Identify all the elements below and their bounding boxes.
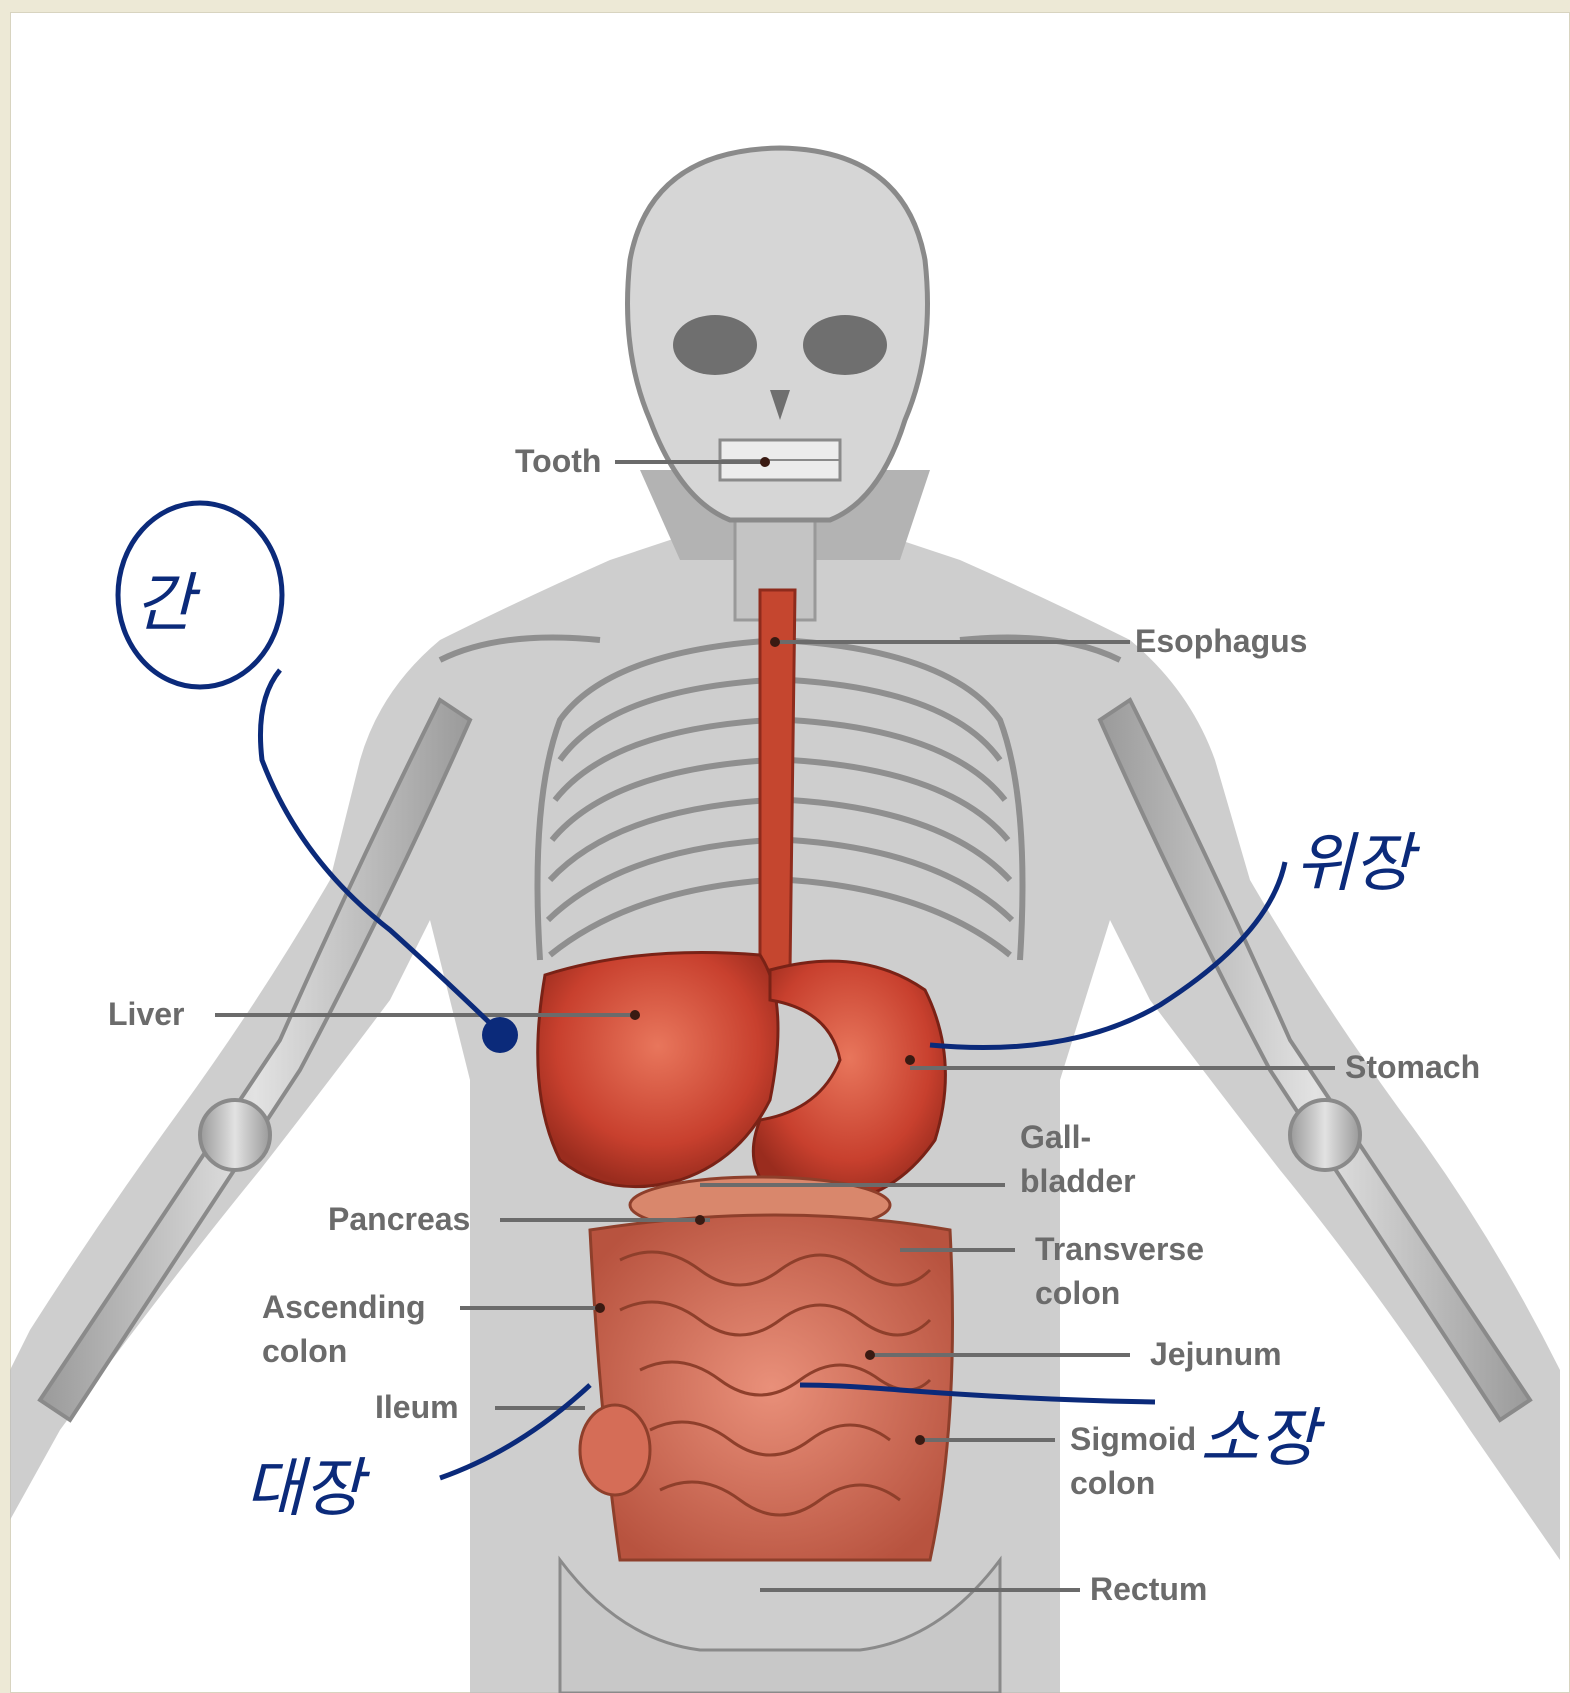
- label-esophagus: Esophagus: [1135, 623, 1307, 659]
- label-stomach: Stomach: [1345, 1049, 1480, 1085]
- label-sigmoid-1: Sigmoid: [1070, 1421, 1196, 1457]
- annotation-liver: 간: [135, 567, 201, 641]
- label-gallbladder-1: Gall-: [1020, 1119, 1091, 1155]
- annotation-stomach: 위장: [1295, 827, 1421, 901]
- label-rectum: Rectum: [1090, 1571, 1207, 1607]
- label-ascending-1: Ascending: [262, 1289, 426, 1325]
- label-transverse-1: Transverse: [1035, 1231, 1204, 1267]
- label-ascending-2: colon: [262, 1333, 347, 1369]
- label-pancreas: Pancreas: [328, 1201, 470, 1237]
- label-ileum: Ileum: [375, 1389, 459, 1425]
- annotation-large-intestine: 대장: [245, 1452, 371, 1526]
- label-sigmoid-2: colon: [1070, 1465, 1155, 1501]
- annotation-small-intestine: 소장: [1200, 1402, 1326, 1476]
- label-transverse-2: colon: [1035, 1275, 1120, 1311]
- label-gallbladder-2: bladder: [1020, 1163, 1136, 1199]
- label-liver: Liver: [108, 996, 184, 1032]
- skull: [628, 148, 928, 520]
- label-jejunum: Jejunum: [1150, 1336, 1282, 1372]
- label-tooth: Tooth: [515, 443, 601, 479]
- esophagus: [760, 590, 795, 970]
